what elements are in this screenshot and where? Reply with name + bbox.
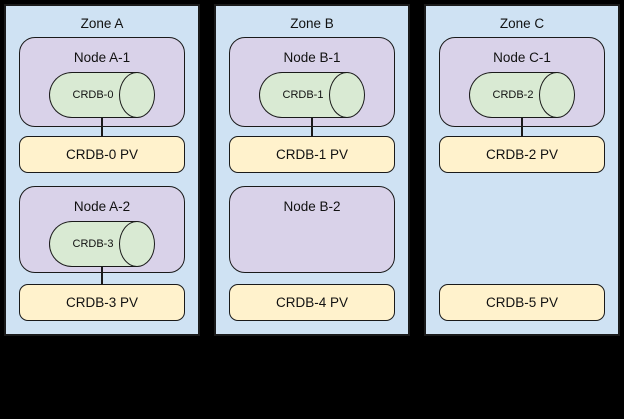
crdb-2-pod-label: CRDB-2 (492, 89, 534, 101)
cylinder-end-ellipse (539, 72, 575, 118)
crdb-4-pv-label: CRDB-4 PV (275, 295, 348, 310)
crdb-2-pv-box: CRDB-2 PV (439, 136, 605, 173)
node-c1: Node C-1 CRDB-2 (439, 37, 605, 127)
cylinder-end-ellipse (119, 72, 155, 118)
zone-b: Zone B Node B-1 CRDB-1 CRDB-1 PV Node B-… (214, 4, 410, 336)
crdb-0-pod-cylinder: CRDB-0 (49, 72, 155, 118)
pv-connector-line (521, 117, 523, 137)
crdb-5-pv-label: CRDB-5 PV (485, 295, 558, 310)
crdb-1-pod-cylinder: CRDB-1 (259, 72, 365, 118)
zone-c-label: Zone C (499, 16, 545, 31)
zone-b-label: Zone B (290, 16, 334, 31)
crdb-3-pod-cylinder: CRDB-3 (49, 221, 155, 267)
node-a2: Node A-2 CRDB-3 (19, 186, 185, 273)
crdb-2-pv-label: CRDB-2 PV (485, 147, 558, 162)
crdb-0-pv-box: CRDB-0 PV (19, 136, 185, 173)
node-b1: Node B-1 CRDB-1 (229, 37, 395, 127)
node-b2: Node B-2 (229, 186, 395, 273)
crdb-4-pv-box: CRDB-4 PV (229, 284, 395, 321)
crdb-1-pv-box: CRDB-1 PV (229, 136, 395, 173)
node-a1-label: Node A-1 (73, 50, 131, 65)
pv-connector-line (101, 117, 103, 137)
crdb-2-pod-cylinder: CRDB-2 (469, 72, 575, 118)
crdb-0-pod-label: CRDB-0 (72, 89, 114, 101)
node-b1-label: Node B-1 (283, 50, 341, 65)
crdb-3-pv-box: CRDB-3 PV (19, 284, 185, 321)
crdb-3-pv-label: CRDB-3 PV (65, 295, 138, 310)
node-b2-label: Node B-2 (283, 199, 341, 214)
node-c1-label: Node C-1 (493, 50, 551, 65)
crdb-0-pv-label: CRDB-0 PV (65, 147, 138, 162)
cylinder-end-ellipse (329, 72, 365, 118)
cylinder-end-ellipse (119, 221, 155, 267)
crdb-1-pod-label: CRDB-1 (282, 89, 324, 101)
crdb-5-pv-box: CRDB-5 PV (439, 284, 605, 321)
zone-a: Zone A Node A-1 CRDB-0 CRDB-0 PV Node A-… (4, 4, 200, 336)
zone-a-label: Zone A (80, 16, 124, 31)
node-a2-label: Node A-2 (73, 199, 131, 214)
zone-c: Zone C Node C-1 CRDB-2 CRDB-2 PV CRDB-5 … (424, 4, 620, 336)
crdb-1-pv-label: CRDB-1 PV (275, 147, 348, 162)
node-a1: Node A-1 CRDB-0 (19, 37, 185, 127)
pv-connector-line (101, 266, 103, 285)
crdb-3-pod-label: CRDB-3 (72, 238, 114, 250)
pv-connector-line (311, 117, 313, 137)
